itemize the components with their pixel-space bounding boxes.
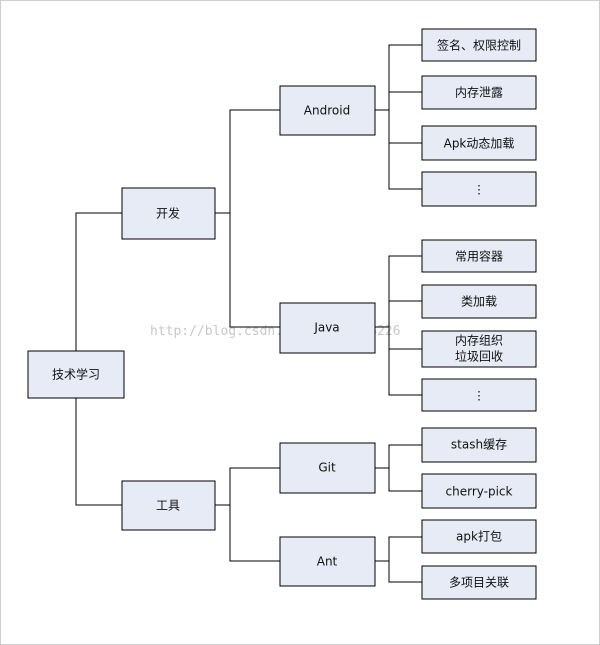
node-dev: 开发 bbox=[121, 187, 216, 240]
edge-android-c4 bbox=[388, 143, 422, 190]
leaf-ant-apk-packaging: apk打包 bbox=[421, 519, 537, 554]
node-ant: Ant bbox=[279, 536, 376, 587]
leaf-android-apk-dynamic-load: Apk动态加载 bbox=[421, 125, 537, 161]
leaf-label: 类加载 bbox=[461, 295, 497, 309]
leaf-java-classloading: 类加载 bbox=[421, 284, 537, 319]
leaf-android-memory-leak: 内存泄露 bbox=[421, 75, 537, 110]
leaf-label: stash缓存 bbox=[451, 438, 507, 452]
edge-java-c4 bbox=[388, 327, 422, 396]
edges bbox=[75, 44, 422, 583]
node-java-label: Java bbox=[313, 321, 339, 335]
node-java: Java bbox=[279, 302, 376, 354]
node-android: Android bbox=[279, 85, 376, 136]
edge-ant-c2 bbox=[388, 561, 422, 583]
edge-root-dev bbox=[75, 212, 122, 351]
edge-dev-java bbox=[229, 213, 280, 328]
leaf-label: 多项目关联 bbox=[449, 576, 509, 590]
leaf-label: 常用容器 bbox=[455, 249, 503, 264]
edge-android-c1 bbox=[375, 44, 422, 111]
node-git: Git bbox=[279, 442, 376, 494]
leaf-label: 垃圾回收 bbox=[455, 349, 503, 364]
leaf-java-memory-gc: 内存组织 垃圾回收 bbox=[421, 330, 537, 368]
node-ant-label: Ant bbox=[317, 555, 338, 569]
edge-git-c1 bbox=[375, 444, 422, 469]
leaf-git-stash: stash缓存 bbox=[421, 427, 537, 463]
leaf-android-more: ⋮ bbox=[421, 171, 537, 207]
leaf-label: 内存泄露 bbox=[455, 86, 503, 100]
leaf-label: cherry-pick bbox=[446, 485, 513, 499]
leaf-label: apk打包 bbox=[456, 530, 502, 544]
leaf-java-more: ⋮ bbox=[421, 378, 537, 412]
edge-android-c2 bbox=[388, 91, 422, 110]
leaf-ant-multi-project: 多项目关联 bbox=[421, 565, 537, 600]
edge-tools-git bbox=[215, 467, 280, 506]
leaf-label: 签名、权限控制 bbox=[437, 38, 521, 53]
edge-ant-c1 bbox=[375, 536, 422, 562]
edge-dev-android bbox=[215, 109, 280, 214]
node-tools-label: 工具 bbox=[156, 499, 180, 513]
node-dev-label: 开发 bbox=[156, 206, 180, 221]
edge-android-c3 bbox=[388, 110, 422, 144]
leaf-label: Apk动态加载 bbox=[444, 137, 515, 151]
leaf-java-containers: 常用容器 bbox=[421, 239, 537, 273]
edge-java-c1 bbox=[375, 255, 422, 328]
leaf-android-signing: 签名、权限控制 bbox=[421, 28, 537, 62]
node-git-label: Git bbox=[318, 461, 336, 475]
leaf-label: 内存组织 bbox=[455, 334, 503, 348]
node-root-label: 技术学习 bbox=[52, 367, 100, 382]
node-root: 技术学习 bbox=[27, 350, 125, 399]
leaf-git-cherry-pick: cherry-pick bbox=[421, 473, 537, 509]
node-tools: 工具 bbox=[121, 480, 216, 531]
leaf-label: ⋮ bbox=[473, 389, 485, 403]
edge-git-c2 bbox=[388, 468, 422, 492]
edge-root-tools bbox=[75, 398, 122, 506]
node-android-label: Android bbox=[304, 104, 350, 118]
leaf-label: ⋮ bbox=[473, 183, 485, 197]
edge-tools-ant bbox=[229, 505, 280, 562]
